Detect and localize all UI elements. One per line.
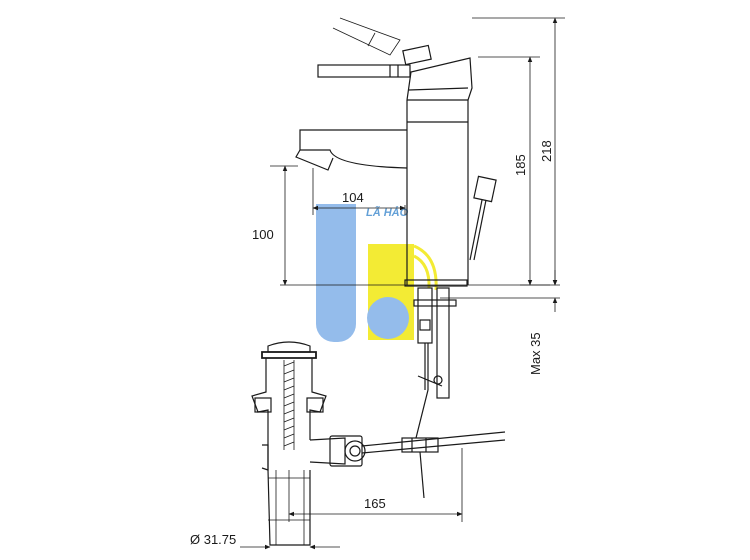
pop-up-drain: [251, 341, 506, 546]
dim-drain-diameter: Ø 31.75: [190, 532, 236, 547]
dim-spout-reach: 104: [342, 190, 364, 205]
dim-total-height: 218: [539, 140, 554, 162]
watermark-blue-top: [316, 204, 356, 244]
watermark-logo: LÃ HẢO: [316, 204, 438, 342]
faucet-body: [280, 17, 550, 399]
dim-body-height: 185: [513, 154, 528, 176]
dim-max-deck-thickness: Max 35: [528, 332, 543, 375]
watermark-blue-dot: [367, 297, 409, 339]
dim-spout-height: 100: [252, 227, 274, 242]
drain-thread: [283, 360, 295, 450]
dimensions: 104 100 185 218 Max 35 165 Ø 31.75: [190, 17, 565, 550]
dim-drain-offset: 165: [364, 496, 386, 511]
watermark-yellow-arc: [413, 244, 438, 291]
